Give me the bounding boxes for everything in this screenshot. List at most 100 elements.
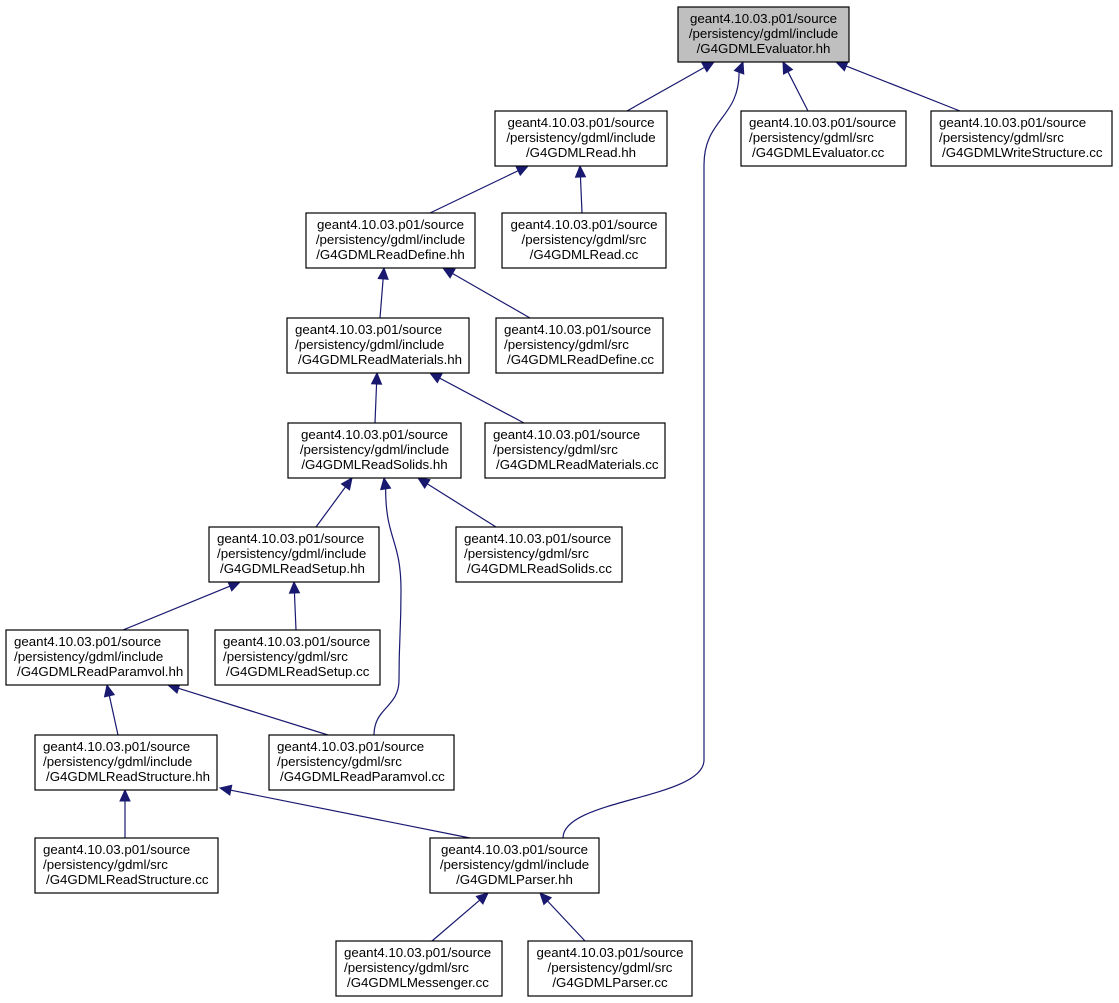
edge-line [178, 687, 329, 736]
node-box [287, 422, 462, 479]
node-readmaterials-hh[interactable]: geant4.10.03.p01/source/persistency/gdml… [286, 317, 470, 374]
edge-readdefine_hh-to-read_hh [429, 165, 530, 214]
node-readsetup-hh[interactable]: geant4.10.03.p01/source/persistency/gdml… [208, 526, 380, 583]
node-label-line: /G4GDMLReadStructure.hh [46, 769, 210, 784]
edge-line [379, 278, 384, 319]
node-label-line: geant4.10.03.p01/source [14, 634, 161, 649]
node-label-line: /persistency/gdml/src [277, 754, 402, 769]
node-label-line: geant4.10.03.p01/source [344, 945, 491, 960]
node-label-line: /G4GDMLReadSetup.cc [226, 664, 370, 679]
node-label-line: geant4.10.03.p01/source [464, 531, 611, 546]
node-parser-hh[interactable]: geant4.10.03.p01/source/persistency/gdml… [429, 837, 600, 894]
node-label-line: /persistency/gdml/src [548, 960, 673, 975]
node-writestructure-cc[interactable]: geant4.10.03.p01/source/persistency/gdml… [930, 110, 1113, 167]
arrow-head-icon [416, 477, 431, 490]
edge-line [846, 65, 961, 112]
node-readdefine-hh[interactable]: geant4.10.03.p01/source/persistency/gdml… [305, 212, 476, 269]
edge-line [373, 488, 402, 736]
edge-readdefine_cc-to-readdefine_hh [441, 267, 531, 319]
node-label-line: /G4GDMLReadDefine.hh [316, 247, 465, 262]
edge-line [626, 66, 705, 112]
node-label-line: geant4.10.03.p01/source [441, 842, 588, 857]
node-label-line: /persistency/gdml/src [344, 960, 469, 975]
edge-read_cc-to-read_hh [574, 164, 587, 214]
node-label-line: /G4GDMLReadDefine.cc [507, 352, 654, 367]
node-box [495, 317, 664, 374]
node-label-line: /G4GDMLReadParamvol.cc [280, 769, 445, 784]
node-label-line: geant4.10.03.p01/source [277, 739, 424, 754]
edge-readparamvol_cc-to-readsolids_hh [373, 476, 402, 736]
node-label-line: /persistency/gdml/src [939, 130, 1064, 145]
node-label-line: /persistency/gdml/include [506, 130, 655, 145]
nodes-layer: geant4.10.03.p01/source/persistency/gdml… [5, 6, 1113, 997]
edge-readmaterials_hh-to-readdefine_hh [377, 266, 389, 319]
node-label-line: /persistency/gdml/src [464, 546, 589, 561]
node-evaluator-hh: geant4.10.03.p01/source/persistency/gdml… [677, 6, 850, 63]
node-read-cc[interactable]: geant4.10.03.p01/source/persistency/gdml… [501, 212, 667, 269]
edge-line [579, 176, 583, 214]
arrow-head-icon [370, 371, 383, 385]
arrow-head-icon [475, 892, 489, 905]
edge-readsolids_cc-to-readsolids_hh [416, 477, 497, 528]
node-parser-cc[interactable]: geant4.10.03.p01/source/persistency/gdml… [527, 940, 693, 997]
edge-line [547, 900, 586, 942]
node-box [286, 317, 470, 374]
node-readdefine-cc[interactable]: geant4.10.03.p01/source/persistency/gdml… [495, 317, 664, 374]
node-box [268, 734, 455, 791]
node-readmaterials-cc[interactable]: geant4.10.03.p01/source/persistency/gdml… [484, 422, 666, 479]
node-label-line: /persistency/gdml/src [749, 130, 874, 145]
node-label-line: geant4.10.03.p01/source [493, 427, 640, 442]
node-evaluator-cc[interactable]: geant4.10.03.p01/source/persistency/gdml… [740, 110, 907, 167]
arrow-head-icon [218, 784, 233, 796]
node-readparamvol-cc[interactable]: geant4.10.03.p01/source/persistency/gdml… [268, 734, 455, 791]
edge-parser_cc-to-parser_hh [539, 892, 586, 942]
node-box [494, 110, 668, 167]
node-label-line: /G4GDMLReadMaterials.cc [496, 457, 659, 472]
edge-line [787, 71, 809, 112]
edge-readstructure_hh-to-readparamvol_hh [103, 683, 119, 736]
arrow-head-icon [515, 165, 530, 177]
node-read-hh[interactable]: geant4.10.03.p01/source/persistency/gdml… [494, 110, 668, 167]
node-readstructure-hh[interactable]: geant4.10.03.p01/source/persistency/gdml… [34, 734, 218, 791]
arrow-head-icon [380, 476, 392, 491]
node-label-line: /persistency/gdml/src [522, 232, 647, 247]
node-label-line: geant4.10.03.p01/source [43, 842, 190, 857]
edge-readsolids_hh-to-readmaterials_hh [370, 371, 383, 424]
node-box [501, 212, 667, 269]
node-label-line: /persistency/gdml/include [295, 337, 444, 352]
node-label-line: geant4.10.03.p01/source [217, 531, 364, 546]
arrow-head-icon [539, 892, 553, 906]
node-label-line: /G4GDMLReadSolids.cc [467, 561, 612, 576]
edge-readmaterials_cc-to-readmaterials_hh [428, 372, 525, 424]
arrow-head-icon [782, 60, 794, 75]
edge-readsetup_hh-to-readsolids_hh [315, 477, 353, 528]
node-box [34, 837, 219, 894]
edge-readparamvol_hh-to-readsetup_hh [122, 581, 242, 631]
node-label-line: geant4.10.03.p01/source [939, 115, 1086, 130]
arrow-head-icon [428, 372, 443, 384]
node-messenger-cc[interactable]: geant4.10.03.p01/source/persistency/gdml… [335, 940, 503, 997]
arrow-head-icon [119, 788, 131, 802]
edge-parser_hh-to-evaluator_hh [562, 60, 745, 839]
node-label-line: /G4GDMLWriteStructure.cc [942, 145, 1103, 160]
node-label-line: /persistency/gdml/src [493, 442, 618, 457]
node-readsolids-cc[interactable]: geant4.10.03.p01/source/persistency/gdml… [455, 526, 623, 583]
node-box [214, 629, 381, 686]
edge-line [431, 899, 481, 942]
node-label-line: geant4.10.03.p01/source [295, 322, 442, 337]
arrow-head-icon [227, 581, 242, 592]
node-readsolids-hh[interactable]: geant4.10.03.p01/source/persistency/gdml… [287, 422, 462, 479]
node-readstructure-cc[interactable]: geant4.10.03.p01/source/persistency/gdml… [34, 837, 219, 894]
node-label-line: geant4.10.03.p01/source [301, 427, 448, 442]
node-readparamvol-hh[interactable]: geant4.10.03.p01/source/persistency/gdml… [5, 629, 189, 686]
node-readsetup-cc[interactable]: geant4.10.03.p01/source/persistency/gdml… [214, 629, 381, 686]
node-label-line: geant4.10.03.p01/source [223, 634, 370, 649]
edge-readparamvol_cc-to-readparamvol_hh [166, 682, 329, 736]
arrow-head-icon [733, 60, 745, 75]
node-label-line: /G4GDMLReadMaterials.hh [298, 352, 462, 367]
node-label-line: /persistency/gdml/src [43, 857, 168, 872]
arrow-head-icon [834, 60, 849, 72]
node-label-line: /G4GDMLReadParamvol.hh [17, 664, 183, 679]
node-box [305, 212, 476, 269]
node-box [5, 629, 189, 686]
